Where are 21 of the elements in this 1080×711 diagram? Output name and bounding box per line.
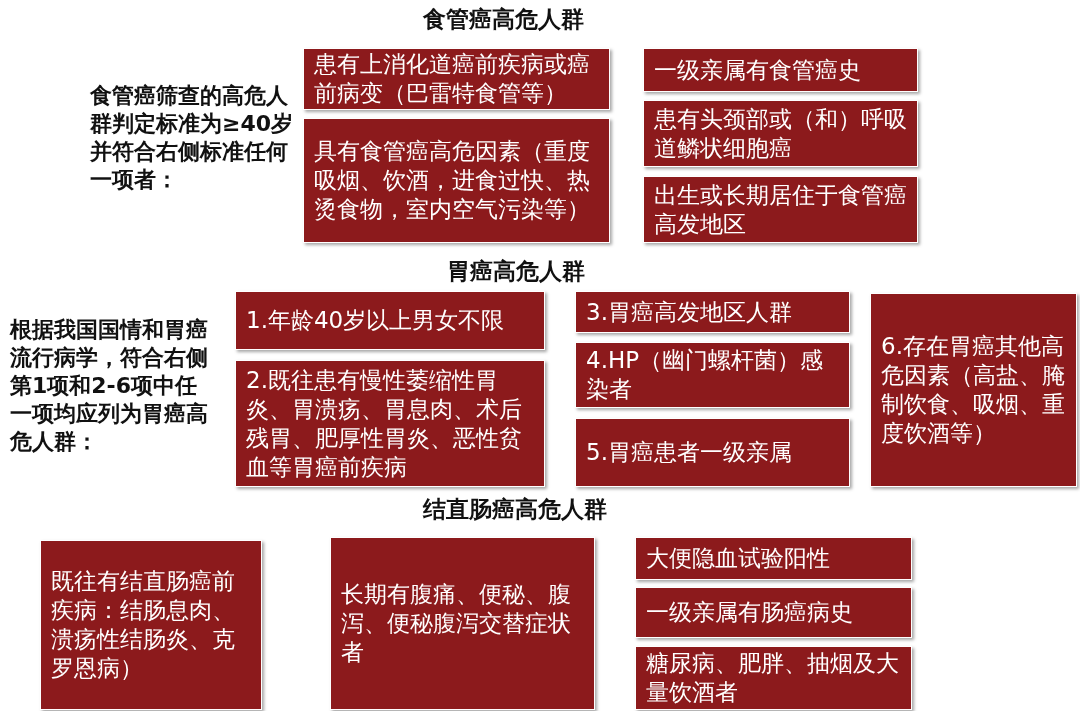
criteria-box: 5.胃癌患者一级亲属 <box>575 418 850 487</box>
section-heading: 食管癌高危人群 <box>423 5 584 34</box>
criteria-box: 2.既往患有慢性萎缩性胃炎、胃溃疡、胃息肉、术后残胃、肥厚性胃炎、恶性贫血等胃癌前疾病 <box>235 360 545 487</box>
criteria-note: 根据我国国情和胃癌流行病学，符合右侧第1项和2-6项中任一项均应列为胃癌高危人群： <box>10 316 209 456</box>
criteria-box: 患有头颈部或（和）呼吸道鳞状细胞癌 <box>643 100 918 167</box>
criteria-box: 一级亲属有食管癌史 <box>643 48 918 92</box>
criteria-box: 出生或长期居住于食管癌高发地区 <box>643 176 918 243</box>
criteria-box: 6.存在胃癌其他高危因素（高盐、腌制饮食、吸烟、重度饮酒等） <box>870 293 1077 487</box>
section-heading: 胃癌高危人群 <box>447 257 585 286</box>
criteria-box: 患有上消化道癌前疾病或癌前病变（巴雷特食管等） <box>303 48 610 110</box>
criteria-box: 3.胃癌高发地区人群 <box>575 291 850 333</box>
criteria-box: 长期有腹痛、便秘、腹泻、便秘腹泻交替症状者 <box>330 537 595 710</box>
criteria-box: 大便隐血试验阳性 <box>635 537 912 580</box>
criteria-box: 既往有结直肠癌前疾病：结肠息肉、溃疡性结肠炎、克罗恩病） <box>40 540 262 710</box>
criteria-note: 食管癌筛查的高危人群判定标准为≥40岁并符合右侧标准任何一项者： <box>90 82 295 194</box>
section-heading: 结直肠癌高危人群 <box>423 495 607 524</box>
criteria-box: 1.年龄40岁以上男女不限 <box>235 291 545 350</box>
criteria-box: 具有食管癌高危因素（重度吸烟、饮酒，进食过快、热烫食物，室内空气污染等） <box>303 118 610 243</box>
criteria-box: 一级亲属有肠癌病史 <box>635 587 912 638</box>
criteria-box: 糖尿病、肥胖、抽烟及大量饮酒者 <box>635 646 912 710</box>
criteria-box: 4.HP（幽门螺杆菌）感染者 <box>575 342 850 408</box>
